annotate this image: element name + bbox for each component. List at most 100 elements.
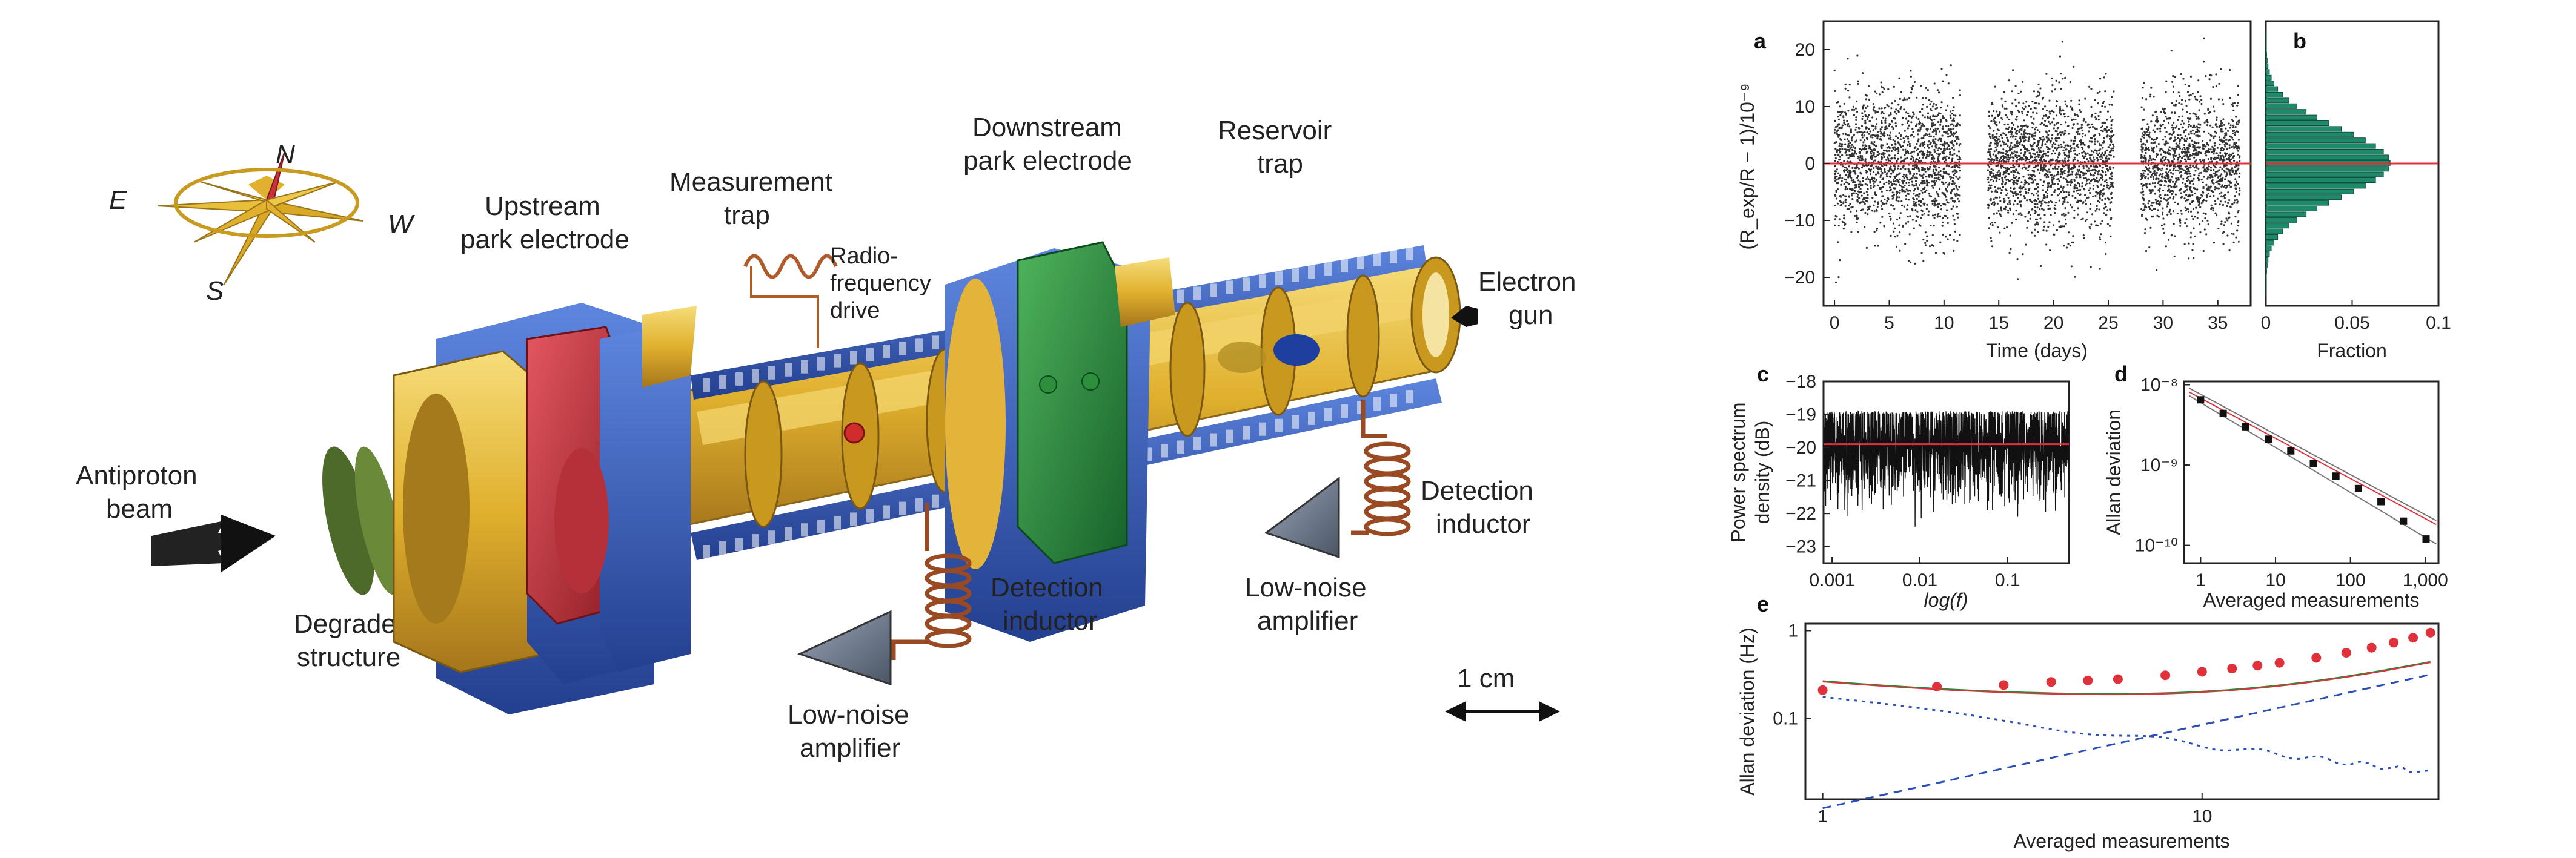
histogram-bar: [2265, 200, 2329, 206]
data-point: [1935, 179, 1937, 182]
data-point: [1957, 166, 1960, 168]
data-point: [1900, 91, 1902, 93]
data-point: [1868, 120, 1871, 122]
data-point: [2166, 205, 2168, 208]
data-point: [2232, 169, 2234, 171]
data-point: [2234, 178, 2237, 180]
data-point: [1949, 151, 1951, 153]
data-point: [2198, 202, 2200, 205]
data-point: [1839, 111, 1841, 113]
data-point: [2196, 134, 2199, 137]
data-point: [2088, 167, 2090, 170]
data-point: [1893, 183, 1896, 185]
data-point: [2192, 145, 2194, 147]
data-point: [2008, 150, 2010, 152]
data-point: [2034, 228, 2036, 231]
data-point: [2067, 168, 2070, 171]
data-point: [2194, 235, 2196, 237]
data-point: [1956, 142, 1958, 145]
data-point: [1950, 128, 1953, 131]
data-point: [1898, 196, 1900, 199]
data-point: [1836, 130, 1838, 133]
data-point: [2214, 158, 2217, 160]
data-point: [1922, 134, 1925, 137]
data-point: [1938, 130, 1941, 133]
data-point: [2077, 115, 2079, 117]
data-point: [2100, 126, 2103, 128]
data-point: [2041, 154, 2043, 156]
data-point: [2211, 145, 2214, 148]
data-point: [2103, 160, 2106, 163]
data-point: [2173, 154, 2175, 156]
data-point: [1884, 198, 1886, 200]
data-point: [2211, 160, 2213, 163]
data-point: [1875, 165, 1877, 168]
data-point: [2159, 194, 2162, 196]
data-point: [2140, 177, 2143, 179]
data-point: [1881, 122, 1883, 125]
data-point: [2062, 149, 2065, 151]
data-point: [1851, 167, 1854, 169]
data-point: [1929, 128, 1932, 130]
data-point: [1884, 107, 1886, 110]
x-tick-label: 30: [2153, 313, 2173, 333]
data-point: [1942, 168, 1945, 170]
data-point: [2203, 199, 2205, 202]
data-point: [2193, 148, 2196, 150]
data-point: [2235, 164, 2237, 167]
data-point: [2165, 140, 2167, 143]
data-point: [2223, 197, 2226, 199]
data-point: [2108, 198, 2111, 200]
data-point: [2066, 105, 2068, 108]
data-point: [2154, 173, 2156, 176]
data-point: [2151, 182, 2154, 185]
data-point: [1869, 173, 1872, 176]
data-point: [2043, 195, 2046, 197]
data-point: [2199, 124, 2202, 126]
data-point: [2063, 245, 2065, 247]
data-point: [1887, 157, 1890, 160]
data-point: [1874, 149, 1876, 151]
data-point: [2031, 156, 2033, 159]
data-point: [2051, 182, 2054, 184]
data-point: [1882, 86, 1884, 89]
data-point: [2209, 133, 2212, 136]
detection-inductor-icon: [891, 503, 972, 660]
data-point: [1933, 148, 1936, 151]
data-point: [1903, 108, 1905, 111]
data-point: [2224, 178, 2226, 180]
data-point: [1921, 198, 1924, 200]
data-point: [2153, 178, 2155, 180]
data-point: [1848, 165, 1850, 168]
data-point: [2028, 160, 2031, 163]
data-point: [1890, 173, 1893, 175]
data-point: [2028, 105, 2030, 107]
data-point: [2228, 184, 2231, 186]
data-point: [1855, 153, 1857, 155]
data-point: [2062, 203, 2064, 205]
data-point: [2171, 127, 2173, 129]
data-point: [2059, 105, 2062, 108]
data-point: [2003, 157, 2005, 159]
data-point: [2012, 194, 2014, 197]
data-point: [2016, 278, 2019, 280]
data-point: [1839, 127, 1841, 129]
data-point: [1955, 186, 1957, 189]
data-point: [2064, 164, 2066, 167]
data-point: [2171, 124, 2174, 127]
data-point: [2177, 144, 2179, 147]
data-point: [2186, 167, 2188, 170]
data-point: [2225, 217, 2228, 220]
data-point: [2071, 107, 2074, 110]
data-point: [1925, 189, 1928, 191]
data-point: [2218, 169, 2220, 171]
data-point: [2214, 174, 2216, 177]
data-point: [2197, 123, 2200, 125]
data-point: [1951, 183, 1953, 185]
data-point: [2183, 144, 2186, 146]
data-point: [2168, 160, 2170, 162]
x-tick-label: 20: [2043, 313, 2063, 333]
data-point: [1838, 159, 1841, 161]
data-point: [2052, 176, 2055, 178]
